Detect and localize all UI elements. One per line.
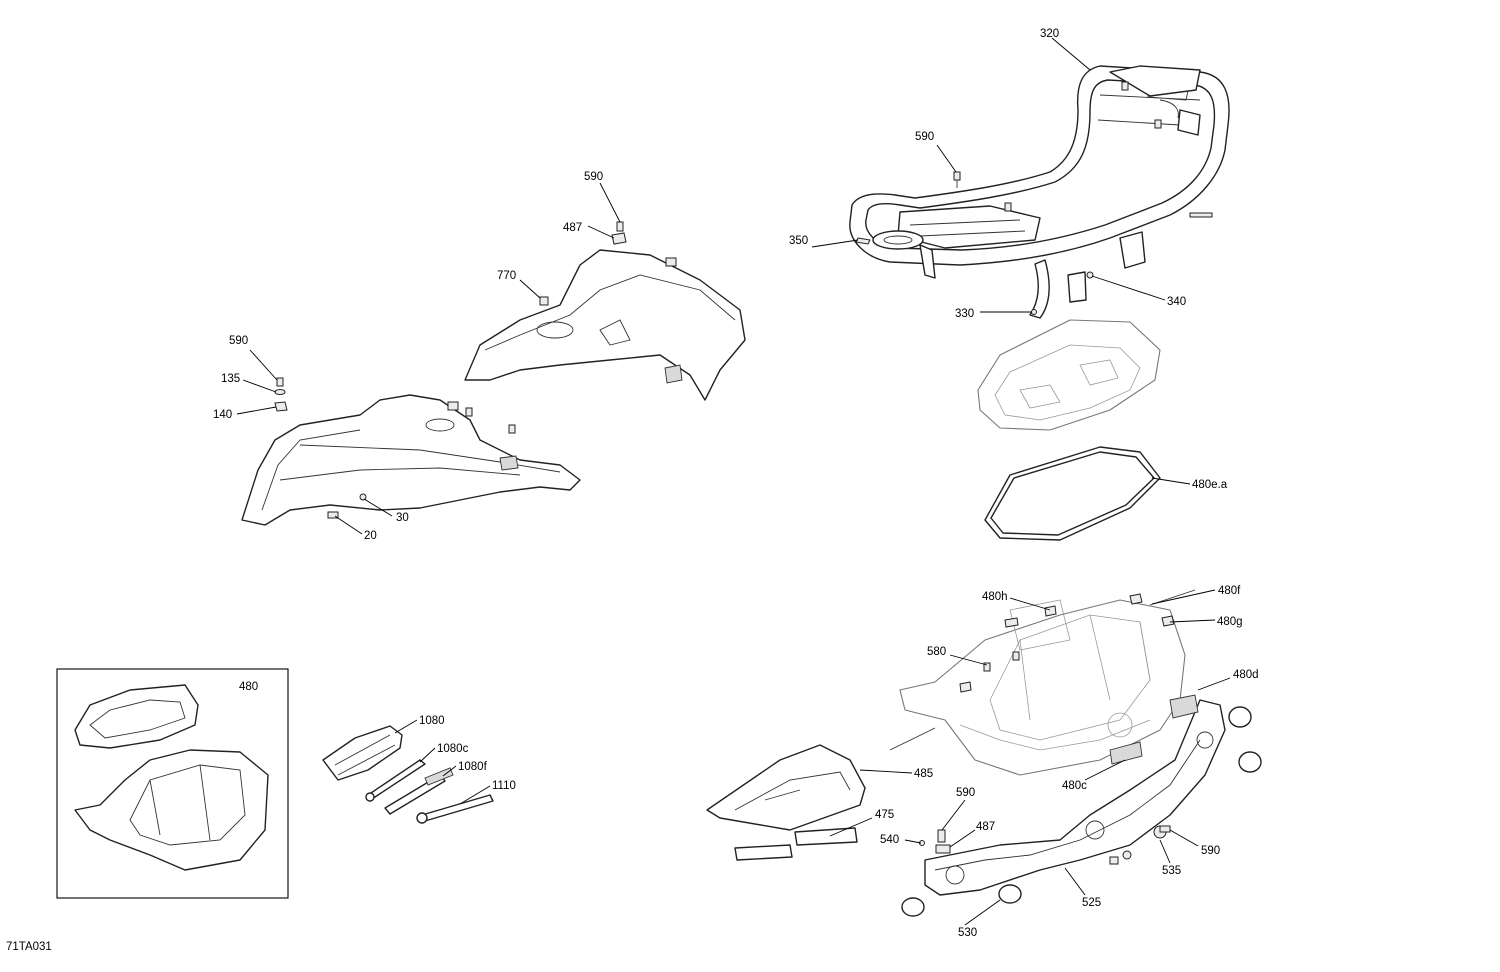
callout-590-rack: 590 [915,131,934,143]
callout-590-top: 590 [584,171,603,183]
front-fender-right [464,221,746,401]
storage-lid [977,319,1161,431]
callout-480-inset: 480 [239,681,258,693]
bumper-nut-2 [1122,850,1132,860]
callout-480e-a: 480e.a [1192,479,1228,491]
callout-30: 30 [396,512,409,524]
inset-frame [56,668,289,899]
nut-140 [274,401,288,412]
inset-storage-assembly [74,684,269,871]
bumper-clip [935,844,951,854]
bolt-590-left [276,377,284,387]
mud-guard [706,744,866,861]
callout-480h: 480h [982,591,1008,603]
callout-480f: 480f [1218,585,1241,597]
callout-1080f: 1080f [458,761,488,773]
callout-530: 530 [958,927,977,939]
rear-bumper [924,694,1226,896]
callout-487-top: 487 [563,222,582,234]
lid-seal [984,446,1161,541]
leader-lines [236,37,1231,926]
callout-480d: 480d [1233,669,1259,681]
callout-525: 525 [1082,897,1101,909]
callout-480c: 480c [1062,780,1087,792]
bumper-bolt [937,829,946,843]
callout-475: 475 [875,809,894,821]
storage-box [889,589,1196,776]
tool-kit [322,725,494,824]
callout-480g: 480g [1217,616,1243,628]
callout-320: 320 [1040,28,1059,40]
figure-id: 71TA031 [6,941,52,953]
callout-590-left: 590 [229,335,248,347]
bumper-bolt-2 [1159,825,1171,833]
callout-535: 535 [1162,865,1181,877]
callout-330: 330 [955,308,974,320]
callout-487-bottom: 487 [976,821,995,833]
bumper-screw-2 [1109,856,1119,865]
washer-135 [274,389,286,395]
callout-540: 540 [880,834,899,846]
callout-20: 20 [364,530,377,542]
front-fender-left [241,394,581,526]
callout-485: 485 [914,768,933,780]
rear-rack [849,65,1230,319]
callout-590-right: 590 [1201,845,1220,857]
callout-1080c: 1080c [437,743,469,755]
callout-135: 135 [221,373,240,385]
callout-140: 140 [213,409,232,421]
callout-340: 340 [1167,296,1186,308]
callout-350: 350 [789,235,808,247]
reflectors [901,706,1262,917]
callout-590-bottom: 590 [956,787,975,799]
callout-1080: 1080 [419,715,445,727]
callout-1110: 1110 [492,780,516,792]
callout-580: 580 [927,646,946,658]
callout-770: 770 [497,270,516,282]
